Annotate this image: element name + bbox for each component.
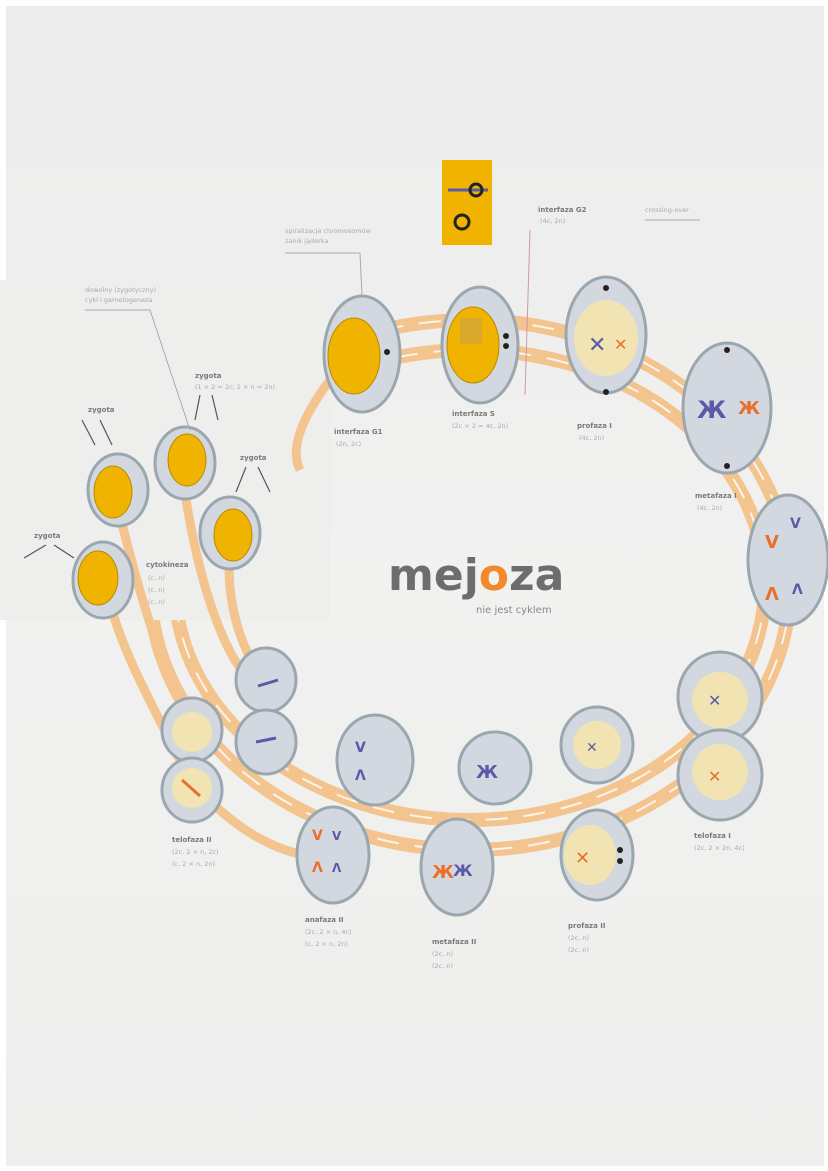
- svg-text:✕: ✕: [708, 767, 721, 786]
- label-interphase-g2: interfaza G2: [538, 206, 587, 214]
- svg-text:Λ: Λ: [312, 860, 323, 876]
- label-metaphase-1: metafaza I: [695, 492, 737, 500]
- cell-telophase-2: [160, 696, 224, 824]
- formula-anaphase-2: (2c, 2 × n, 4c): [305, 928, 352, 936]
- label-zygote: zygota: [195, 372, 222, 380]
- note-top-left-2: zanik jąderka: [285, 237, 328, 245]
- leader-lines: [85, 219, 700, 431]
- svg-text:V: V: [332, 829, 342, 843]
- formula-metaphase-2b: (2c, n): [432, 962, 453, 970]
- zygote-arrows: [23, 394, 271, 559]
- cell-interphase-s: [440, 285, 520, 405]
- label-zygote: zygota: [240, 454, 267, 462]
- formula-metaphase-2: (2c, n): [432, 950, 453, 958]
- svg-text:Ж: Ж: [476, 762, 498, 783]
- cell-prophase-2: ✕: [559, 808, 635, 902]
- crossing-over-inset: [442, 160, 492, 245]
- cell-anaphase-2: V V Λ Λ: [295, 805, 371, 905]
- cytokinesis-line: (c, n): [148, 574, 165, 582]
- cell-telophase-1: ✕ ✕: [676, 650, 764, 822]
- svg-text:Λ: Λ: [765, 584, 779, 605]
- subtitle: nie jest cyklem: [476, 605, 552, 616]
- svg-text:✕: ✕: [708, 691, 721, 710]
- label-zygote: zygota: [88, 406, 115, 414]
- zygote-cells: [71, 425, 262, 620]
- cell-anaphase-2-upper: V Λ: [335, 713, 415, 807]
- svg-text:Λ: Λ: [355, 768, 366, 784]
- formula-prophase-1: (4c, 2n): [579, 434, 604, 442]
- note-left-1: dowolny (zygotyczny): [85, 286, 156, 294]
- cell-metaphase-2-upper: Ж: [457, 730, 533, 806]
- formula-telophase-2: (2c, 2 × n, 2c): [172, 848, 219, 856]
- label-interphase-g1: interfaza G1: [334, 428, 383, 436]
- formula-telophase-1: (2c, 2 × 2n, 4c): [694, 844, 745, 852]
- cytokinesis-line: (c, n): [148, 586, 165, 594]
- formula-interphase-g1: (2n, 2c): [336, 440, 361, 448]
- svg-text:V: V: [355, 740, 366, 756]
- formula-interphase-g2: (4c, 2n): [540, 217, 565, 225]
- cell-telophase-2-upper: [234, 646, 298, 776]
- cell-anaphase-1: V V Λ Λ: [746, 493, 828, 627]
- svg-text:✕: ✕: [586, 740, 598, 756]
- cell-prophase-1: ✕ ✕: [564, 275, 648, 395]
- svg-text:Ж: Ж: [738, 398, 760, 419]
- cell-interphase-g1: [322, 294, 402, 414]
- label-crossing-over: crossing-over: [645, 206, 689, 214]
- cytokinesis-line: (c, n): [148, 598, 165, 606]
- cell-prophase-2-upper: ✕: [559, 705, 635, 785]
- label-telophase-2: telofaza II: [172, 836, 212, 844]
- label-anaphase-2: anafaza II: [305, 916, 344, 924]
- label-prophase-2: profaza II: [568, 922, 606, 930]
- svg-text:Ж: Ж: [432, 862, 454, 883]
- formula-zygote: (1 × 2 = 2c, 1 × n = 2n): [195, 383, 275, 391]
- note-left-2: cykl i gametogeneza: [85, 296, 153, 304]
- svg-text:Ж: Ж: [453, 861, 473, 880]
- svg-text:✕: ✕: [575, 848, 590, 869]
- svg-text:✕: ✕: [588, 333, 606, 358]
- label-cytokinesis: cytokineza: [146, 561, 189, 569]
- label-metaphase-2: metafaza II: [432, 938, 476, 946]
- svg-text:V: V: [790, 516, 801, 532]
- label-prophase-1: profaza I: [577, 422, 612, 430]
- formula-telophase-2b: (c, 2 × n, 2n): [172, 860, 215, 868]
- title: mejoza: [388, 550, 564, 601]
- label-interphase-s: interfaza S: [452, 410, 495, 418]
- formula-prophase-2: (2c, n): [568, 934, 589, 942]
- label-zygote: zygota: [34, 532, 61, 540]
- label-telophase-1: telofaza I: [694, 832, 731, 840]
- formula-anaphase-2b: (c, 2 × n, 2n): [305, 940, 348, 948]
- formula-interphase-s: (2c × 2 = 4c, 2n): [452, 422, 508, 430]
- svg-text:Ж: Ж: [697, 396, 727, 424]
- svg-text:Λ: Λ: [792, 582, 803, 598]
- formula-prophase-2b: (2c, n): [568, 946, 589, 954]
- svg-text:✕: ✕: [614, 335, 627, 354]
- cell-metaphase-1: Ж Ж: [681, 341, 773, 475]
- formula-metaphase-1: (4c, 2n): [697, 504, 722, 512]
- cell-metaphase-2: Ж Ж: [419, 817, 495, 917]
- svg-text:Λ: Λ: [332, 861, 342, 875]
- svg-text:V: V: [765, 532, 779, 553]
- svg-text:V: V: [312, 828, 323, 844]
- note-top-left-1: spiralizacja chromosomów: [285, 227, 372, 235]
